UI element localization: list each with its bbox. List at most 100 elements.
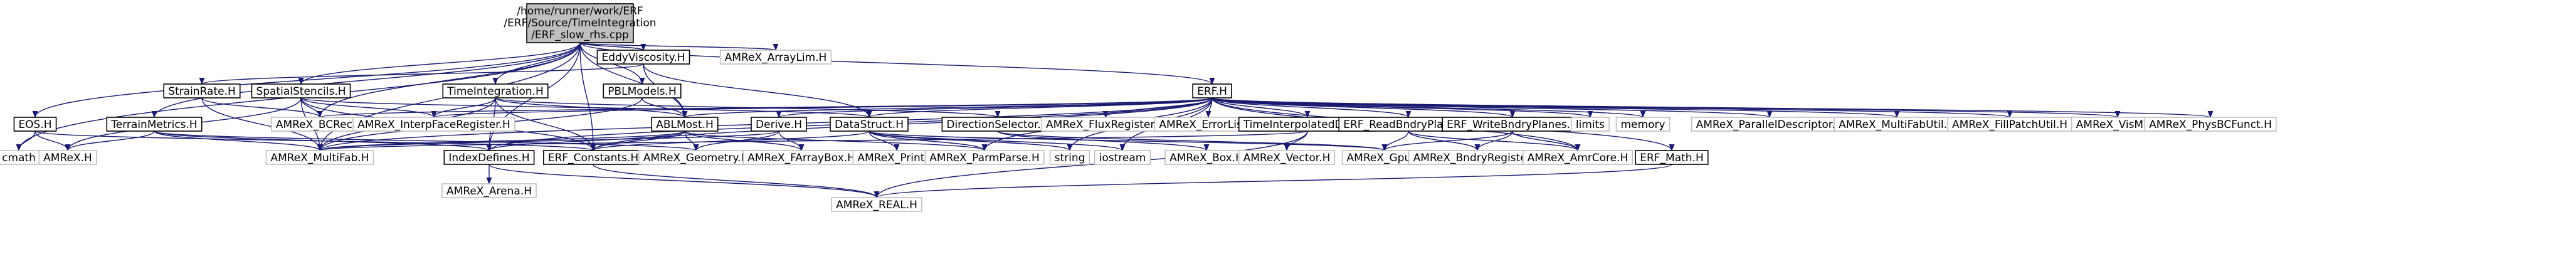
node-farraybox[interactable]: AMReX_FArrayBox.H	[742, 150, 860, 165]
node-indexdef[interactable]: IndexDefines.H	[443, 150, 535, 165]
edge-erf-to-fillpatch	[1211, 97, 2012, 119]
edge-timeinterp-to-vector	[1284, 130, 1308, 152]
node-real[interactable]: AMReX_REAL.H	[831, 197, 922, 212]
node-fillpatch[interactable]: AMReX_FillPatchUtil.H	[1947, 117, 2072, 132]
node-label: StrainRate.H	[168, 85, 236, 98]
node-erfmath[interactable]: ERF_Math.H	[1635, 150, 1709, 165]
edge-root-to-erfconst	[579, 42, 596, 152]
node-interpface[interactable]: AMReX_InterpFaceRegister.H	[352, 117, 515, 132]
node-print[interactable]: AMReX_Print.H	[852, 150, 941, 165]
node-pbl[interactable]: PBLModels.H	[603, 83, 682, 98]
node-geometry[interactable]: AMReX_Geometry.H	[638, 150, 754, 165]
node-bcrec[interactable]: AMReX_BCRec.H	[271, 117, 369, 132]
node-vismf[interactable]: AMReX_VisMF.H	[2071, 117, 2165, 132]
node-physbc[interactable]: AMReX_PhysBCFunct.H	[2144, 117, 2277, 132]
node-strain[interactable]: StrainRate.H	[163, 83, 241, 98]
edge-root-to-eddy	[579, 42, 647, 51]
node-erfconst[interactable]: ERF_Constants.H	[543, 150, 643, 165]
node-label: AMReX_MultiFab.H	[270, 152, 369, 164]
node-eddy[interactable]: EddyViscosity.H	[596, 50, 690, 65]
node-box	[1192, 83, 1232, 98]
node-label: ERF_Constants.H	[548, 152, 638, 164]
edge-indexdef-to-real	[488, 164, 880, 199]
node-box	[1049, 150, 1090, 165]
node-box	[265, 150, 374, 165]
node-dirsel[interactable]: DirectionSelector.H	[941, 117, 1054, 132]
edge-timeint-to-abl	[495, 97, 688, 119]
node-label: AMReX_Box.H	[1169, 152, 1243, 164]
node-iostream[interactable]: iostream	[1094, 150, 1151, 165]
node-box	[106, 117, 203, 132]
node-box	[603, 83, 682, 98]
node-label: AMReX_Geometry.H	[643, 152, 749, 164]
node-box	[1522, 150, 1634, 165]
node-errorlist[interactable]: AMReX_ErrorList.H	[1154, 117, 1263, 132]
node-datastruct[interactable]: DataStruct.H	[830, 117, 909, 132]
node-mfutil[interactable]: AMReX_MultiFabUtil.H	[1834, 117, 1960, 132]
node-multifab[interactable]: AMReX_MultiFab.H	[265, 150, 374, 165]
node-fluxreg[interactable]: AMReX_FluxRegister.H	[1041, 117, 1170, 132]
node-terrain[interactable]: TerrainMetrics.H	[106, 117, 203, 132]
edge-datastruct-to-print	[868, 130, 900, 152]
root-file-node[interactable]: /home/runner/work/ERF /ERF/Source/TimeIn…	[504, 3, 657, 43]
node-label: AMReX_InterpFaceRegister.H	[357, 119, 510, 131]
node-parmparse[interactable]: AMReX_ParmParse.H	[924, 150, 1045, 165]
edge-dirsel-to-box	[997, 130, 1210, 152]
edge-erf-to-readbndry	[1211, 97, 1412, 119]
node-label: AMReX_MultiFabUtil.H	[1839, 119, 1955, 131]
edge-terrain-to-amrexh	[65, 130, 155, 152]
node-paralleldesc[interactable]: AMReX_ParallelDescriptor.H	[1691, 117, 1849, 132]
edge-timeinterp-to-real	[874, 130, 1308, 199]
node-box[interactable]: AMReX_Box.H	[1164, 150, 1248, 165]
node-label: AMReX_Arena.H	[446, 185, 532, 198]
node-label: AMReX_FArrayBox.H	[747, 152, 855, 164]
node-vector[interactable]: AMReX_Vector.H	[1238, 150, 1336, 165]
node-gpu[interactable]: AMReX_Gpu.H	[1341, 150, 1428, 165]
node-amrcore[interactable]: AMReX_AmrCore.H	[1522, 150, 1634, 165]
root-file-path-line-3: /ERF_slow_rhs.cpp	[531, 29, 629, 41]
node-label: TimeIntegration.H	[446, 85, 543, 98]
node-arraylim[interactable]: AMReX_ArrayLim.H	[719, 50, 832, 65]
edge-writebndry-to-gpu	[1381, 130, 1513, 152]
edge-derive-to-multifab	[317, 130, 779, 152]
node-memory[interactable]: memory	[1615, 117, 1671, 132]
node-spatial[interactable]: SpatialStencils.H	[251, 83, 351, 98]
node-label: AMReX_VisMF.H	[2076, 119, 2160, 131]
node-label: Derive.H	[756, 119, 802, 131]
node-writebndry[interactable]: ERF_WriteBndryPlanes.H	[1442, 117, 1583, 132]
node-box	[1615, 117, 1671, 132]
edge-root-to-terrain	[151, 42, 581, 119]
edge-datastruct-to-string	[868, 130, 1073, 152]
edge-strain-to-bcrec	[201, 97, 323, 119]
node-label: SpatialStencils.H	[256, 85, 346, 98]
node-timeint[interactable]: TimeIntegration.H	[442, 83, 549, 98]
node-label: AMReX_Vector.H	[1243, 152, 1331, 164]
node-eos[interactable]: EOS.H	[13, 117, 57, 132]
edge-root-to-eos	[32, 42, 581, 119]
node-label: AMReX_Print.H	[857, 152, 936, 164]
edge-datastruct-to-erfconst	[590, 130, 870, 152]
edge-root-to-arraylim	[579, 42, 778, 51]
node-derive[interactable]: Derive.H	[751, 117, 807, 132]
node-bndryreg[interactable]: AMReX_BndryRegister.H	[1408, 150, 1547, 165]
node-label: iostream	[1099, 152, 1146, 164]
node-string[interactable]: string	[1049, 150, 1090, 165]
edge-terrain-to-multifab	[154, 130, 323, 152]
node-label: ERF_Math.H	[1640, 152, 1704, 164]
node-box	[441, 183, 537, 198]
node-label: DataStruct.H	[835, 119, 904, 131]
node-label: AMReX_FluxRegister.H	[1046, 119, 1165, 131]
node-cmath[interactable]: cmath	[0, 150, 41, 165]
edge-writebndry-to-amrcore	[1512, 130, 1581, 152]
node-abl[interactable]: ABLMost.H	[651, 117, 719, 132]
node-arena[interactable]: AMReX_Arena.H	[441, 183, 537, 198]
node-label: IndexDefines.H	[448, 152, 529, 164]
edge-erf-to-timeinterp	[1211, 97, 1311, 119]
node-label: cmath	[2, 152, 36, 164]
node-limits[interactable]: limits	[1571, 117, 1610, 132]
edge-erf-to-memory	[1211, 97, 1646, 119]
node-label: AMReX_AmrCore.H	[1528, 152, 1628, 164]
node-erf[interactable]: ERF.H	[1192, 83, 1232, 98]
node-box	[1635, 150, 1709, 165]
node-amrexh[interactable]: AMReX.H	[38, 150, 97, 165]
